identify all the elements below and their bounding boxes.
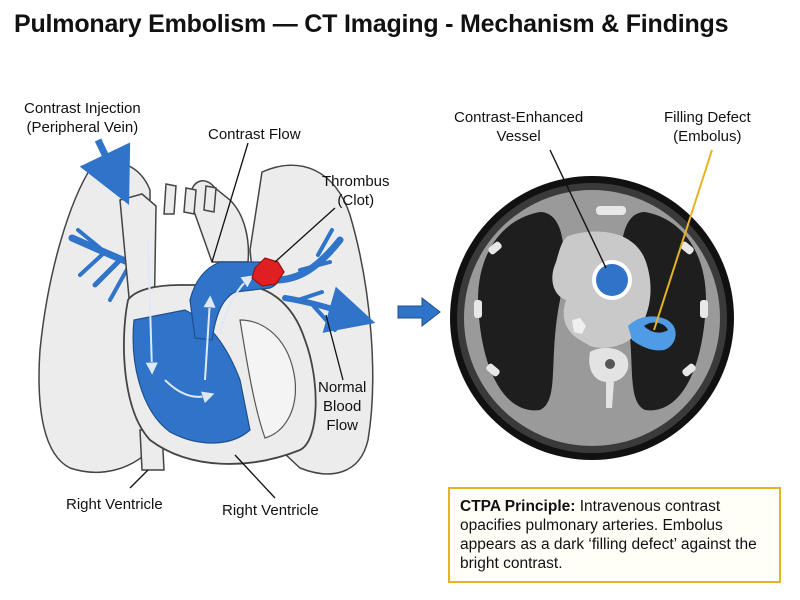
injection-arrow [79, 138, 131, 205]
contrast-vessel-label: Contrast-Enhanced Vessel [454, 109, 584, 145]
ct-slice [450, 176, 734, 460]
contrast-flow-label: Contrast Flow [208, 126, 301, 143]
vessel-leader [549, 149, 607, 269]
thrombus-label: Thrombus (Clot) [322, 173, 390, 209]
right-ventricle-label-right: Right Ventricle [222, 502, 319, 519]
contrast-injection-label: Contrast Injection (Peripheral Vein) [24, 100, 141, 136]
filling-defect-label: Filling Defect (Embolus) [664, 109, 751, 145]
normal-flow-arrow [322, 286, 376, 333]
thrombus-clot [251, 257, 285, 287]
note-heading: CTPA Principle: [460, 498, 576, 515]
defect-leader [653, 149, 713, 331]
leader-lines [129, 142, 344, 499]
normal-flow-label: Normal Blood Flow [318, 379, 367, 434]
right-ventricle-label-left: Right Ventricle [66, 496, 163, 513]
page-title: Pulmonary Embolism — CT Imaging - Mechan… [14, 10, 729, 38]
heart [119, 180, 317, 471]
transition-arrow [397, 296, 441, 328]
note-text: Intravenous contrast opacifies pulmonary… [460, 498, 757, 572]
ctpa-note-box: CTPA Principle: Intravenous contrast opa… [448, 487, 781, 583]
